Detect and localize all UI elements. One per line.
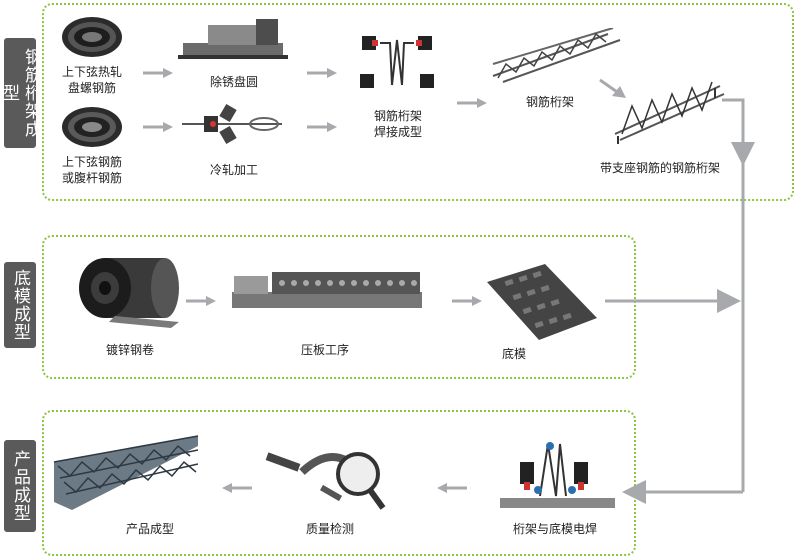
press-machine-image xyxy=(232,272,422,308)
label-truss-support: 带支座钢筋的钢筋桁架 xyxy=(599,161,720,175)
hot-rolled-coil-image xyxy=(62,17,122,57)
truss-base-welding-image xyxy=(500,442,615,508)
panel-deck xyxy=(42,235,636,379)
arrow-left-icon xyxy=(222,483,252,493)
section-tab-product: 产品成型 xyxy=(4,440,36,532)
arrow-left-icon xyxy=(437,483,467,493)
label-weld-base: 桁架与底模电焊 xyxy=(512,522,597,536)
arrow-right-icon xyxy=(307,68,337,78)
welding-machine-image xyxy=(360,36,434,88)
base-plate-image xyxy=(487,264,597,340)
finished-product-image xyxy=(53,435,199,510)
section-tab-deck: 底模成型 xyxy=(4,262,36,348)
arrow-right-icon xyxy=(143,122,173,132)
label-rebar: 上下弦钢筋 或腹杆钢筋 xyxy=(61,155,122,185)
quality-inspection-image xyxy=(265,452,386,510)
label-truss: 钢筋桁架 xyxy=(525,95,574,109)
label-inspect: 质量检测 xyxy=(305,522,354,536)
label-press: 压板工序 xyxy=(300,343,349,357)
galvanized-coil-image xyxy=(79,258,179,328)
label-cold-roll: 冷轧加工 xyxy=(209,163,258,177)
derust-machine-image xyxy=(178,19,288,59)
cold-roll-machine-image xyxy=(182,103,282,145)
arrow-right-icon xyxy=(143,68,173,78)
arrow-right-icon xyxy=(186,296,216,306)
label-galv-coil: 镀锌钢卷 xyxy=(105,343,154,357)
arrow-right-icon xyxy=(307,122,337,132)
label-hot-rolled: 上下弦热轧 盘螺钢筋 xyxy=(61,65,122,95)
panel-truss xyxy=(42,3,794,201)
arrow-down-right-icon xyxy=(599,78,626,98)
truss-with-support-image xyxy=(614,81,725,144)
label-base: 底模 xyxy=(501,347,526,361)
arrow-right-icon xyxy=(452,296,482,306)
label-product: 产品成型 xyxy=(125,522,174,536)
section-tab-truss: 钢筋桁架成型 xyxy=(0,38,41,148)
rebar-coil-image xyxy=(62,107,122,147)
steel-truss-image xyxy=(492,28,621,83)
arrow-right-icon xyxy=(457,98,487,108)
label-weld-form: 钢筋桁架 焊接成型 xyxy=(373,109,422,139)
label-derust: 除锈盘圆 xyxy=(209,75,258,89)
